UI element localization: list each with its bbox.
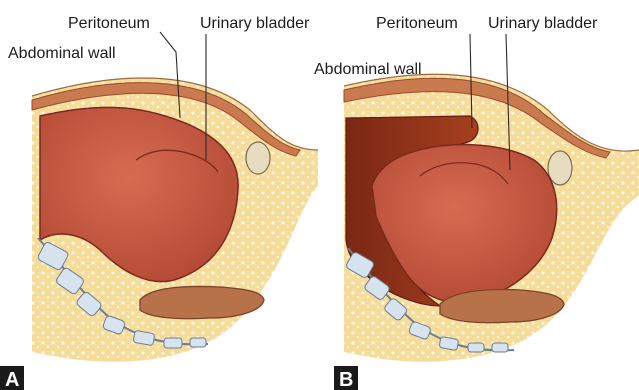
panel-a-pubic-bone xyxy=(246,142,270,174)
panel-a-rectum xyxy=(140,286,264,318)
panel-a-letter: A xyxy=(5,369,19,390)
panel-b: Peritoneum Urinary bladder Abdominal wal… xyxy=(314,15,639,390)
panel-a-peritoneum-label: Peritoneum xyxy=(68,15,150,32)
panel-a: Peritoneum Urinary bladder Abdominal wal… xyxy=(0,15,318,390)
panel-a-abdominal-wall-label: Abdominal wall xyxy=(8,45,116,62)
panel-b-peritoneum-label: Peritoneum xyxy=(376,15,458,32)
panel-b-pubic-bone xyxy=(548,151,572,185)
panel-b-rectum xyxy=(440,290,564,323)
panel-b-urinary-bladder-label: Urinary bladder xyxy=(488,15,598,32)
panel-b-letter: B xyxy=(339,369,353,390)
panel-a-urinary-bladder-label: Urinary bladder xyxy=(200,15,310,32)
panel-b-abdominal-wall-label: Abdominal wall xyxy=(314,61,422,78)
